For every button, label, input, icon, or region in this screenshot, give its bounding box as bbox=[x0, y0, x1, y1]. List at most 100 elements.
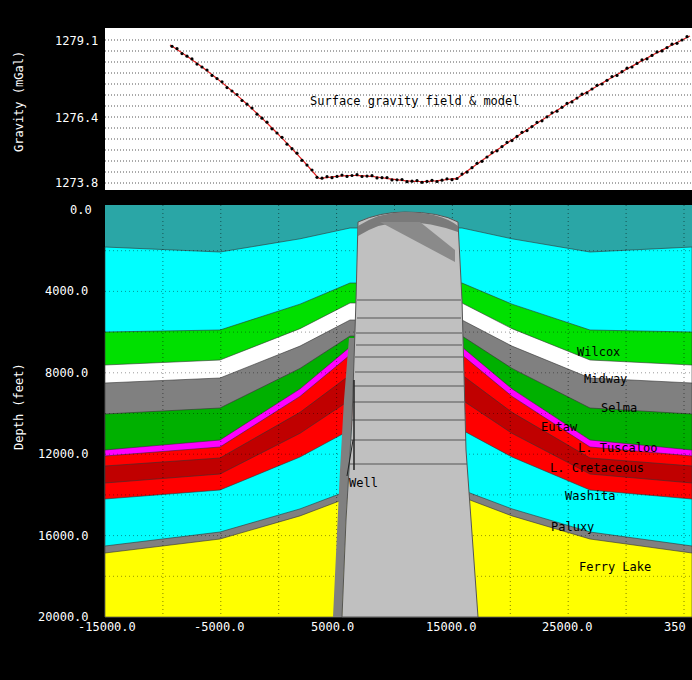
data-point bbox=[350, 174, 353, 177]
data-point bbox=[225, 86, 228, 89]
data-point bbox=[625, 67, 628, 70]
data-point bbox=[430, 179, 433, 182]
data-point bbox=[560, 106, 563, 109]
data-point bbox=[535, 121, 538, 124]
data-point bbox=[420, 181, 423, 184]
data-point bbox=[345, 175, 348, 178]
data-point bbox=[275, 131, 278, 134]
layer-name: Ferry Lake bbox=[579, 560, 651, 574]
layer-name: Washita bbox=[565, 489, 616, 503]
data-point bbox=[410, 180, 413, 183]
data-point bbox=[640, 58, 643, 61]
data-point bbox=[580, 93, 583, 96]
data-point bbox=[610, 75, 613, 78]
grid-line bbox=[105, 183, 692, 184]
data-point bbox=[315, 176, 318, 179]
data-point bbox=[200, 65, 203, 68]
data-point bbox=[620, 70, 623, 73]
data-point bbox=[170, 45, 173, 48]
data-point bbox=[260, 117, 263, 120]
data-point bbox=[665, 46, 668, 49]
grid-line bbox=[105, 117, 692, 118]
data-point bbox=[255, 113, 258, 116]
data-point bbox=[405, 180, 408, 183]
layer-name: Wilcox bbox=[577, 345, 620, 359]
data-point bbox=[230, 89, 233, 92]
data-point bbox=[290, 147, 293, 150]
data-point bbox=[245, 103, 248, 106]
data-point bbox=[185, 55, 188, 58]
data-point bbox=[395, 178, 398, 181]
dome-boundaries bbox=[350, 300, 467, 464]
data-point bbox=[355, 173, 358, 176]
axis-title: Gravity (mGal) bbox=[12, 51, 26, 152]
grid-line bbox=[105, 128, 692, 129]
data-point bbox=[650, 54, 653, 57]
data-point bbox=[375, 176, 378, 179]
data-point bbox=[505, 141, 508, 144]
data-point bbox=[435, 180, 438, 183]
data-point bbox=[325, 175, 328, 178]
data-point bbox=[215, 77, 218, 80]
grid-line bbox=[105, 139, 692, 140]
data-point bbox=[630, 65, 633, 68]
grid-line bbox=[105, 150, 692, 151]
data-point bbox=[340, 174, 343, 177]
data-point bbox=[515, 135, 518, 138]
grid-line bbox=[105, 62, 692, 63]
data-point bbox=[685, 35, 688, 38]
layer-name: Midway bbox=[584, 372, 627, 386]
data-point bbox=[295, 152, 298, 155]
data-point bbox=[400, 178, 403, 181]
axis-title: Depth (feet) bbox=[12, 363, 26, 450]
data-point bbox=[190, 57, 193, 60]
data-point bbox=[320, 177, 323, 180]
gravity-panel bbox=[105, 28, 692, 190]
data-point bbox=[470, 166, 473, 169]
grid-line bbox=[220, 205, 221, 617]
data-point bbox=[335, 175, 338, 178]
leader-line bbox=[347, 440, 353, 476]
data-point bbox=[380, 176, 383, 179]
data-point bbox=[570, 100, 573, 103]
data-point bbox=[540, 119, 543, 122]
data-point bbox=[520, 131, 523, 134]
axis-value: 8000.0 bbox=[45, 366, 88, 380]
layer-name: L. Cretaceous bbox=[550, 461, 644, 475]
data-point bbox=[310, 168, 313, 171]
data-point bbox=[385, 176, 388, 179]
data-point bbox=[635, 62, 638, 65]
data-point bbox=[415, 179, 418, 182]
data-point bbox=[425, 180, 428, 183]
data-point bbox=[455, 177, 458, 180]
data-point bbox=[460, 173, 463, 176]
grid-line bbox=[105, 172, 692, 173]
grid-line bbox=[568, 205, 569, 617]
data-point bbox=[280, 136, 283, 139]
data-point bbox=[330, 176, 333, 179]
data-point bbox=[300, 159, 303, 162]
data-point bbox=[445, 177, 448, 180]
data-point bbox=[510, 139, 513, 142]
data-point bbox=[660, 49, 663, 52]
layer-name: Selma bbox=[601, 401, 637, 415]
grid-line bbox=[510, 205, 511, 617]
cap-rock-wedge bbox=[380, 222, 455, 262]
data-point bbox=[450, 178, 453, 181]
grid-line bbox=[684, 205, 685, 617]
data-point bbox=[305, 164, 308, 167]
data-point bbox=[485, 155, 488, 158]
layer-name: Eutaw bbox=[541, 420, 577, 434]
data-point bbox=[390, 178, 393, 181]
data-point bbox=[565, 102, 568, 105]
observed-points bbox=[170, 35, 688, 184]
data-point bbox=[480, 160, 483, 163]
well-label: Well bbox=[349, 476, 378, 490]
gravity-grid bbox=[105, 40, 692, 183]
data-point bbox=[595, 84, 598, 87]
data-point bbox=[495, 149, 498, 152]
well-path bbox=[353, 380, 355, 470]
data-point bbox=[240, 99, 243, 102]
axis-value: 1279.1 bbox=[55, 34, 98, 48]
panel-title: Surface gravity field & model bbox=[310, 94, 520, 108]
